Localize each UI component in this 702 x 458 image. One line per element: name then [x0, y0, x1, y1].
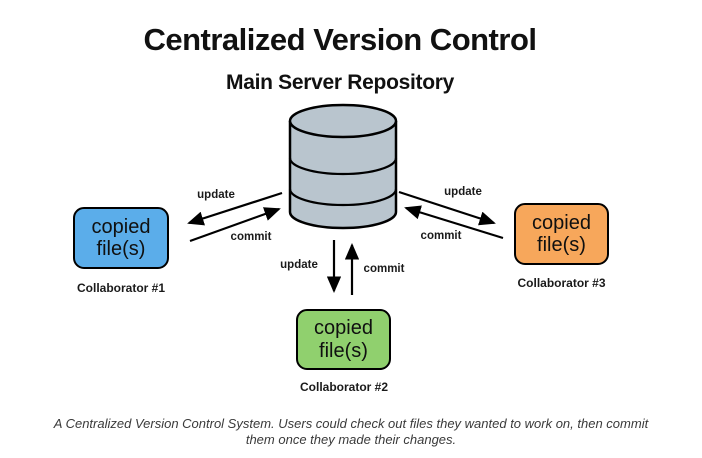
- commit-label-middle: commit: [363, 263, 405, 275]
- figure-caption-line1: A Centralized Version Control System. Us…: [53, 416, 649, 431]
- copied-files-box-collab1: copied file(s): [73, 207, 169, 269]
- figure-caption-line2: them once they made their changes.: [245, 432, 457, 447]
- server-repository-label: Main Server Repository: [226, 71, 454, 94]
- commit-label-right: commit: [420, 230, 462, 242]
- commit-arrow-left: [189, 207, 281, 243]
- collaborator-1-label: Collaborator #1: [76, 281, 166, 295]
- copied-files-label: copied file(s): [532, 211, 591, 256]
- collaborator-2-label: Collaborator #2: [299, 380, 389, 394]
- copied-files-box-collab3: copied file(s): [514, 203, 609, 265]
- update-label-middle: update: [280, 259, 318, 271]
- copied-files-label: copied file(s): [91, 215, 151, 260]
- commit-label-left: commit: [230, 231, 272, 243]
- update-label-right: update: [444, 186, 482, 198]
- update-arrow-right: [398, 190, 496, 226]
- copied-files-label: copied file(s): [314, 317, 373, 362]
- page-title: Centralized Version Control: [143, 22, 537, 57]
- update-label-left: update: [197, 189, 235, 201]
- collaborator-3-label: Collaborator #3: [517, 276, 606, 290]
- update-arrow-left: [187, 191, 283, 226]
- database-cylinder-icon: [288, 103, 398, 230]
- figure-caption: A Centralized Version Control System. Us…: [31, 416, 671, 448]
- commit-arrow-right: [404, 205, 504, 240]
- copied-files-box-collab2: copied file(s): [296, 309, 391, 370]
